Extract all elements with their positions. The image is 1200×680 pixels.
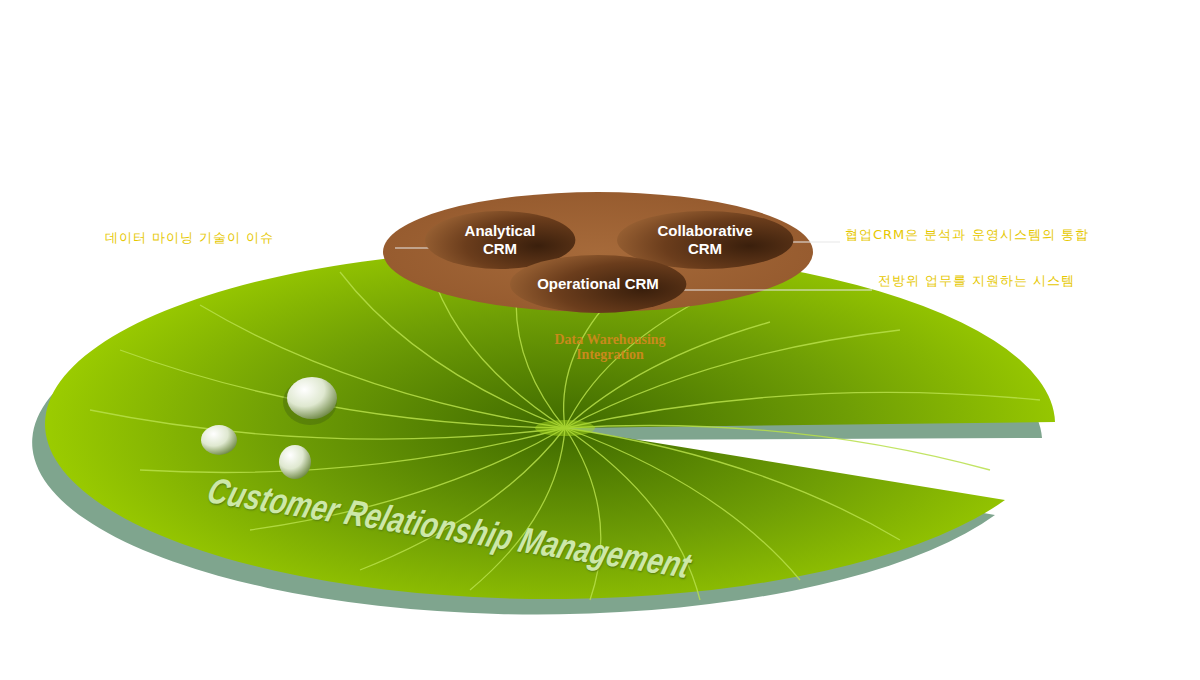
crm-title: Collaborative CRM — [641, 222, 769, 258]
water-drop — [287, 377, 337, 419]
annotation: 데이터 마이닝 기술이 이슈 — [105, 229, 274, 247]
water-drop — [279, 445, 311, 479]
pad-center — [535, 420, 595, 436]
crm-title: Operational CRM — [534, 275, 662, 293]
annotation: 협업CRM은 분석과 운영시스템의 통합 — [845, 226, 1089, 244]
pad-title: Customer Relationship Management — [203, 470, 696, 587]
crm-platform — [383, 192, 813, 312]
crm-circle: Operational CRM — [510, 255, 686, 313]
crm-title: Analytical CRM — [446, 222, 554, 258]
platform-caption: Data Warehousing Integration — [530, 332, 690, 362]
pad — [45, 249, 1055, 599]
annotation: 전방위 업무를 지원하는 시스템 — [878, 272, 1075, 290]
water-drop — [201, 425, 237, 455]
leaf-veins — [90, 268, 1040, 600]
